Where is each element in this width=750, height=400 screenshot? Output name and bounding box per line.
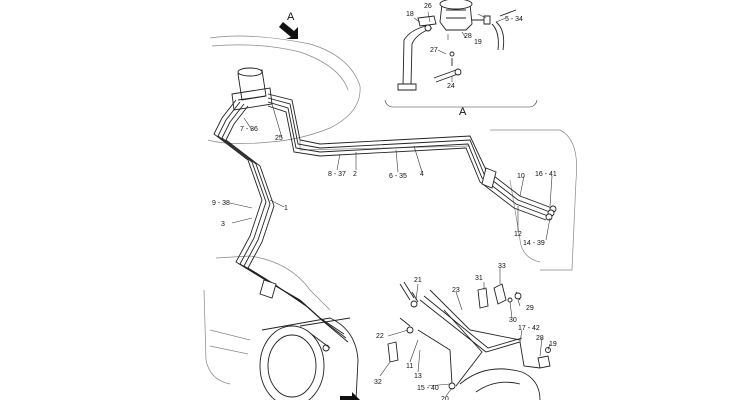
svg-text:26: 26 xyxy=(424,3,432,10)
callout-6-35: 6 - 35 xyxy=(389,173,407,180)
svg-text:27: 27 xyxy=(430,47,438,54)
callout-29: 29 xyxy=(526,305,534,312)
view-arrow-label: A xyxy=(287,11,295,23)
callout-19: 19 xyxy=(549,341,557,348)
drum-unit xyxy=(259,317,359,400)
detail-view-a: A 18 26 5 - 34 28 19 27 24 xyxy=(384,0,538,118)
callout-33: 33 xyxy=(498,263,506,270)
callout-3: 3 xyxy=(221,221,225,228)
callout-30: 30 xyxy=(509,317,517,324)
callout-16-41: 16 - 41 xyxy=(535,171,557,178)
svg-text:5 - 34: 5 - 34 xyxy=(505,16,523,23)
callout-17-42: 17 - 42 xyxy=(518,325,540,332)
callout-1: 1 xyxy=(284,205,288,212)
callout-25: 25 xyxy=(275,135,283,142)
callout-28: 28 xyxy=(536,335,544,342)
callout-7-36: 7 - 36 xyxy=(240,126,258,133)
view-arrow-bottom-icon xyxy=(340,392,360,400)
callout-14-39: 14 - 39 xyxy=(523,240,545,247)
machine-outline xyxy=(203,35,577,385)
callout-21: 21 xyxy=(414,277,422,284)
callout-2: 2 xyxy=(353,171,357,178)
callout-labels: 7 - 36 25 8 - 37 2 6 - 35 4 10 16 - 41 9… xyxy=(212,126,557,400)
view-arrow-icon xyxy=(279,22,298,39)
callout-32: 32 xyxy=(374,379,382,386)
callout-8-37: 8 - 37 xyxy=(328,171,346,178)
svg-text:24: 24 xyxy=(447,83,455,90)
lower-right-assembly xyxy=(387,281,551,400)
detail-view-label: A xyxy=(459,106,467,118)
callout-31: 31 xyxy=(475,275,483,282)
callout-15-40: 15 - 40 xyxy=(417,385,439,392)
pipe-bundle xyxy=(213,93,557,352)
callout-22: 22 xyxy=(376,333,384,340)
callout-23: 23 xyxy=(452,287,460,294)
callout-11: 11 xyxy=(406,363,413,370)
svg-text:19: 19 xyxy=(474,39,482,46)
filter-assembly xyxy=(231,67,273,111)
callout-4: 4 xyxy=(420,171,424,178)
callout-13: 13 xyxy=(414,373,422,380)
callout-9-38: 9 - 38 xyxy=(212,200,230,207)
callout-20: 20 xyxy=(441,396,449,400)
svg-text:28: 28 xyxy=(464,33,472,40)
callout-12: 12 xyxy=(514,231,522,238)
svg-text:18: 18 xyxy=(406,11,414,18)
leader-lines xyxy=(229,103,553,397)
callout-10: 10 xyxy=(517,173,525,180)
